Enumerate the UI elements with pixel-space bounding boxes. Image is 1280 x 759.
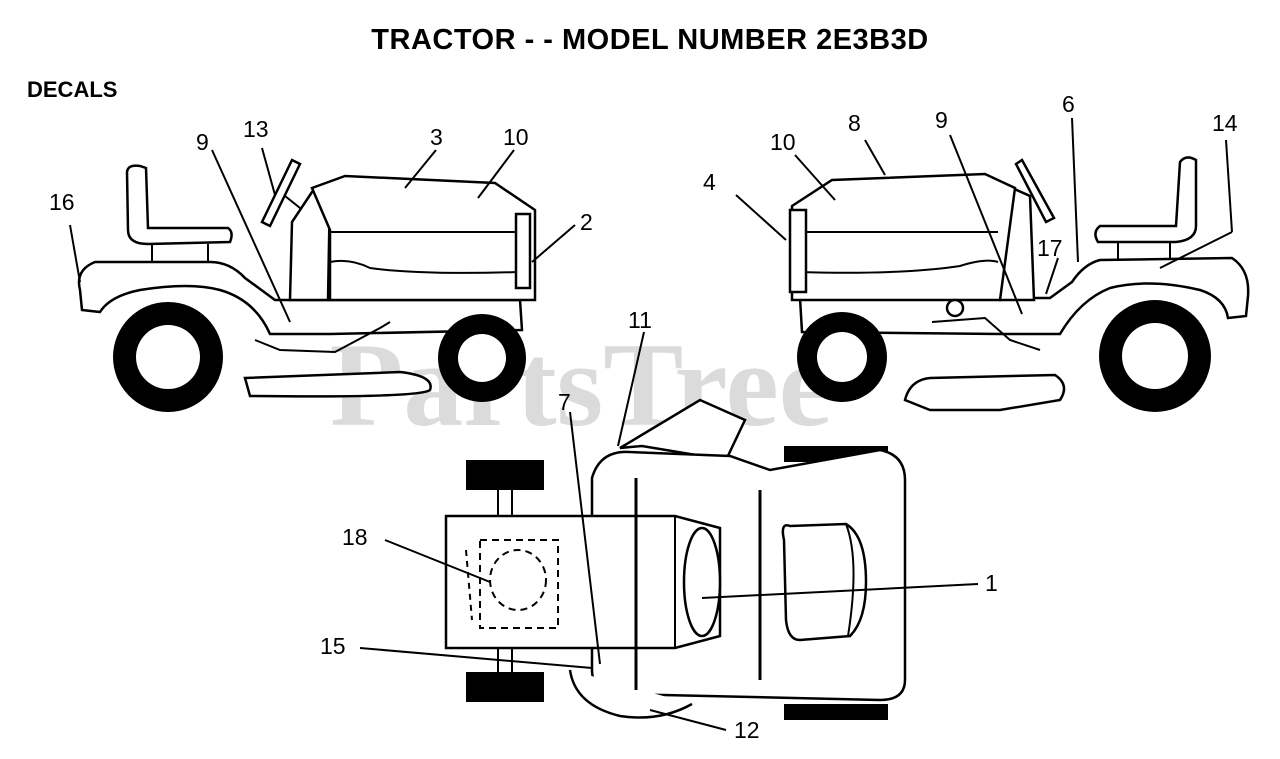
- callout-4: 4: [703, 169, 716, 195]
- callout-9-right: 9: [935, 107, 948, 133]
- callout-11: 11: [628, 307, 652, 333]
- callout-9: 9: [196, 129, 209, 155]
- callout-10-right: 10: [770, 129, 796, 155]
- section-label: DECALS: [27, 77, 118, 102]
- callout-7: 7: [558, 389, 571, 415]
- callout-12: 12: [734, 717, 760, 743]
- diagram-title: TRACTOR - - MODEL NUMBER 2E3B3D: [371, 24, 929, 56]
- callout-17: 17: [1037, 235, 1063, 261]
- callout-14: 14: [1212, 110, 1238, 136]
- callout-8: 8: [848, 110, 861, 136]
- tractor-right-side-view: 4 10 8 9 6 14 17: [703, 91, 1250, 412]
- tractor-left-side-view: 16 9 13 3 10 2: [49, 116, 593, 412]
- callout-6: 6: [1062, 91, 1075, 117]
- callout-15: 15: [320, 633, 346, 659]
- callout-3: 3: [430, 124, 443, 150]
- callout-2: 2: [580, 209, 593, 235]
- callout-13: 13: [243, 116, 269, 142]
- callout-16: 16: [49, 189, 75, 215]
- callout-10: 10: [503, 124, 529, 150]
- callout-1: 1: [985, 570, 998, 596]
- callout-18: 18: [342, 524, 368, 550]
- tractor-top-view: 11 7 18 1 15 12: [320, 307, 998, 743]
